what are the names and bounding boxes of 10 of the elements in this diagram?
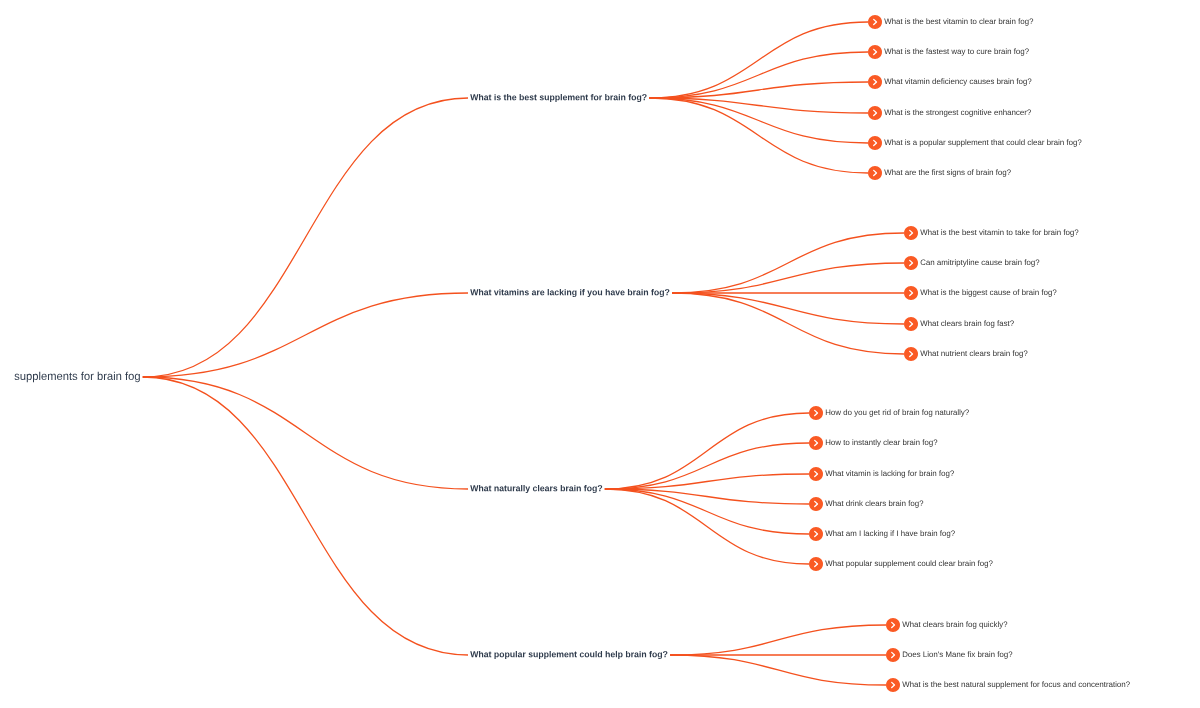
branch-topic: What vitamins are lacking if you have brain fog? bbox=[470, 288, 670, 298]
branch-topic: What naturally clears brain fog? bbox=[470, 484, 603, 494]
branch-line bbox=[604, 488, 810, 565]
branch-line bbox=[142, 376, 469, 656]
branch-line bbox=[671, 292, 905, 355]
branch-line bbox=[648, 97, 869, 174]
branch-topic: What popular supplement could help brain fog? bbox=[470, 650, 668, 660]
central-topic: supplements for brain fog bbox=[14, 371, 140, 383]
branch-topic: What is the best supplement for brain fog? bbox=[470, 93, 647, 103]
branch-line bbox=[669, 654, 887, 686]
